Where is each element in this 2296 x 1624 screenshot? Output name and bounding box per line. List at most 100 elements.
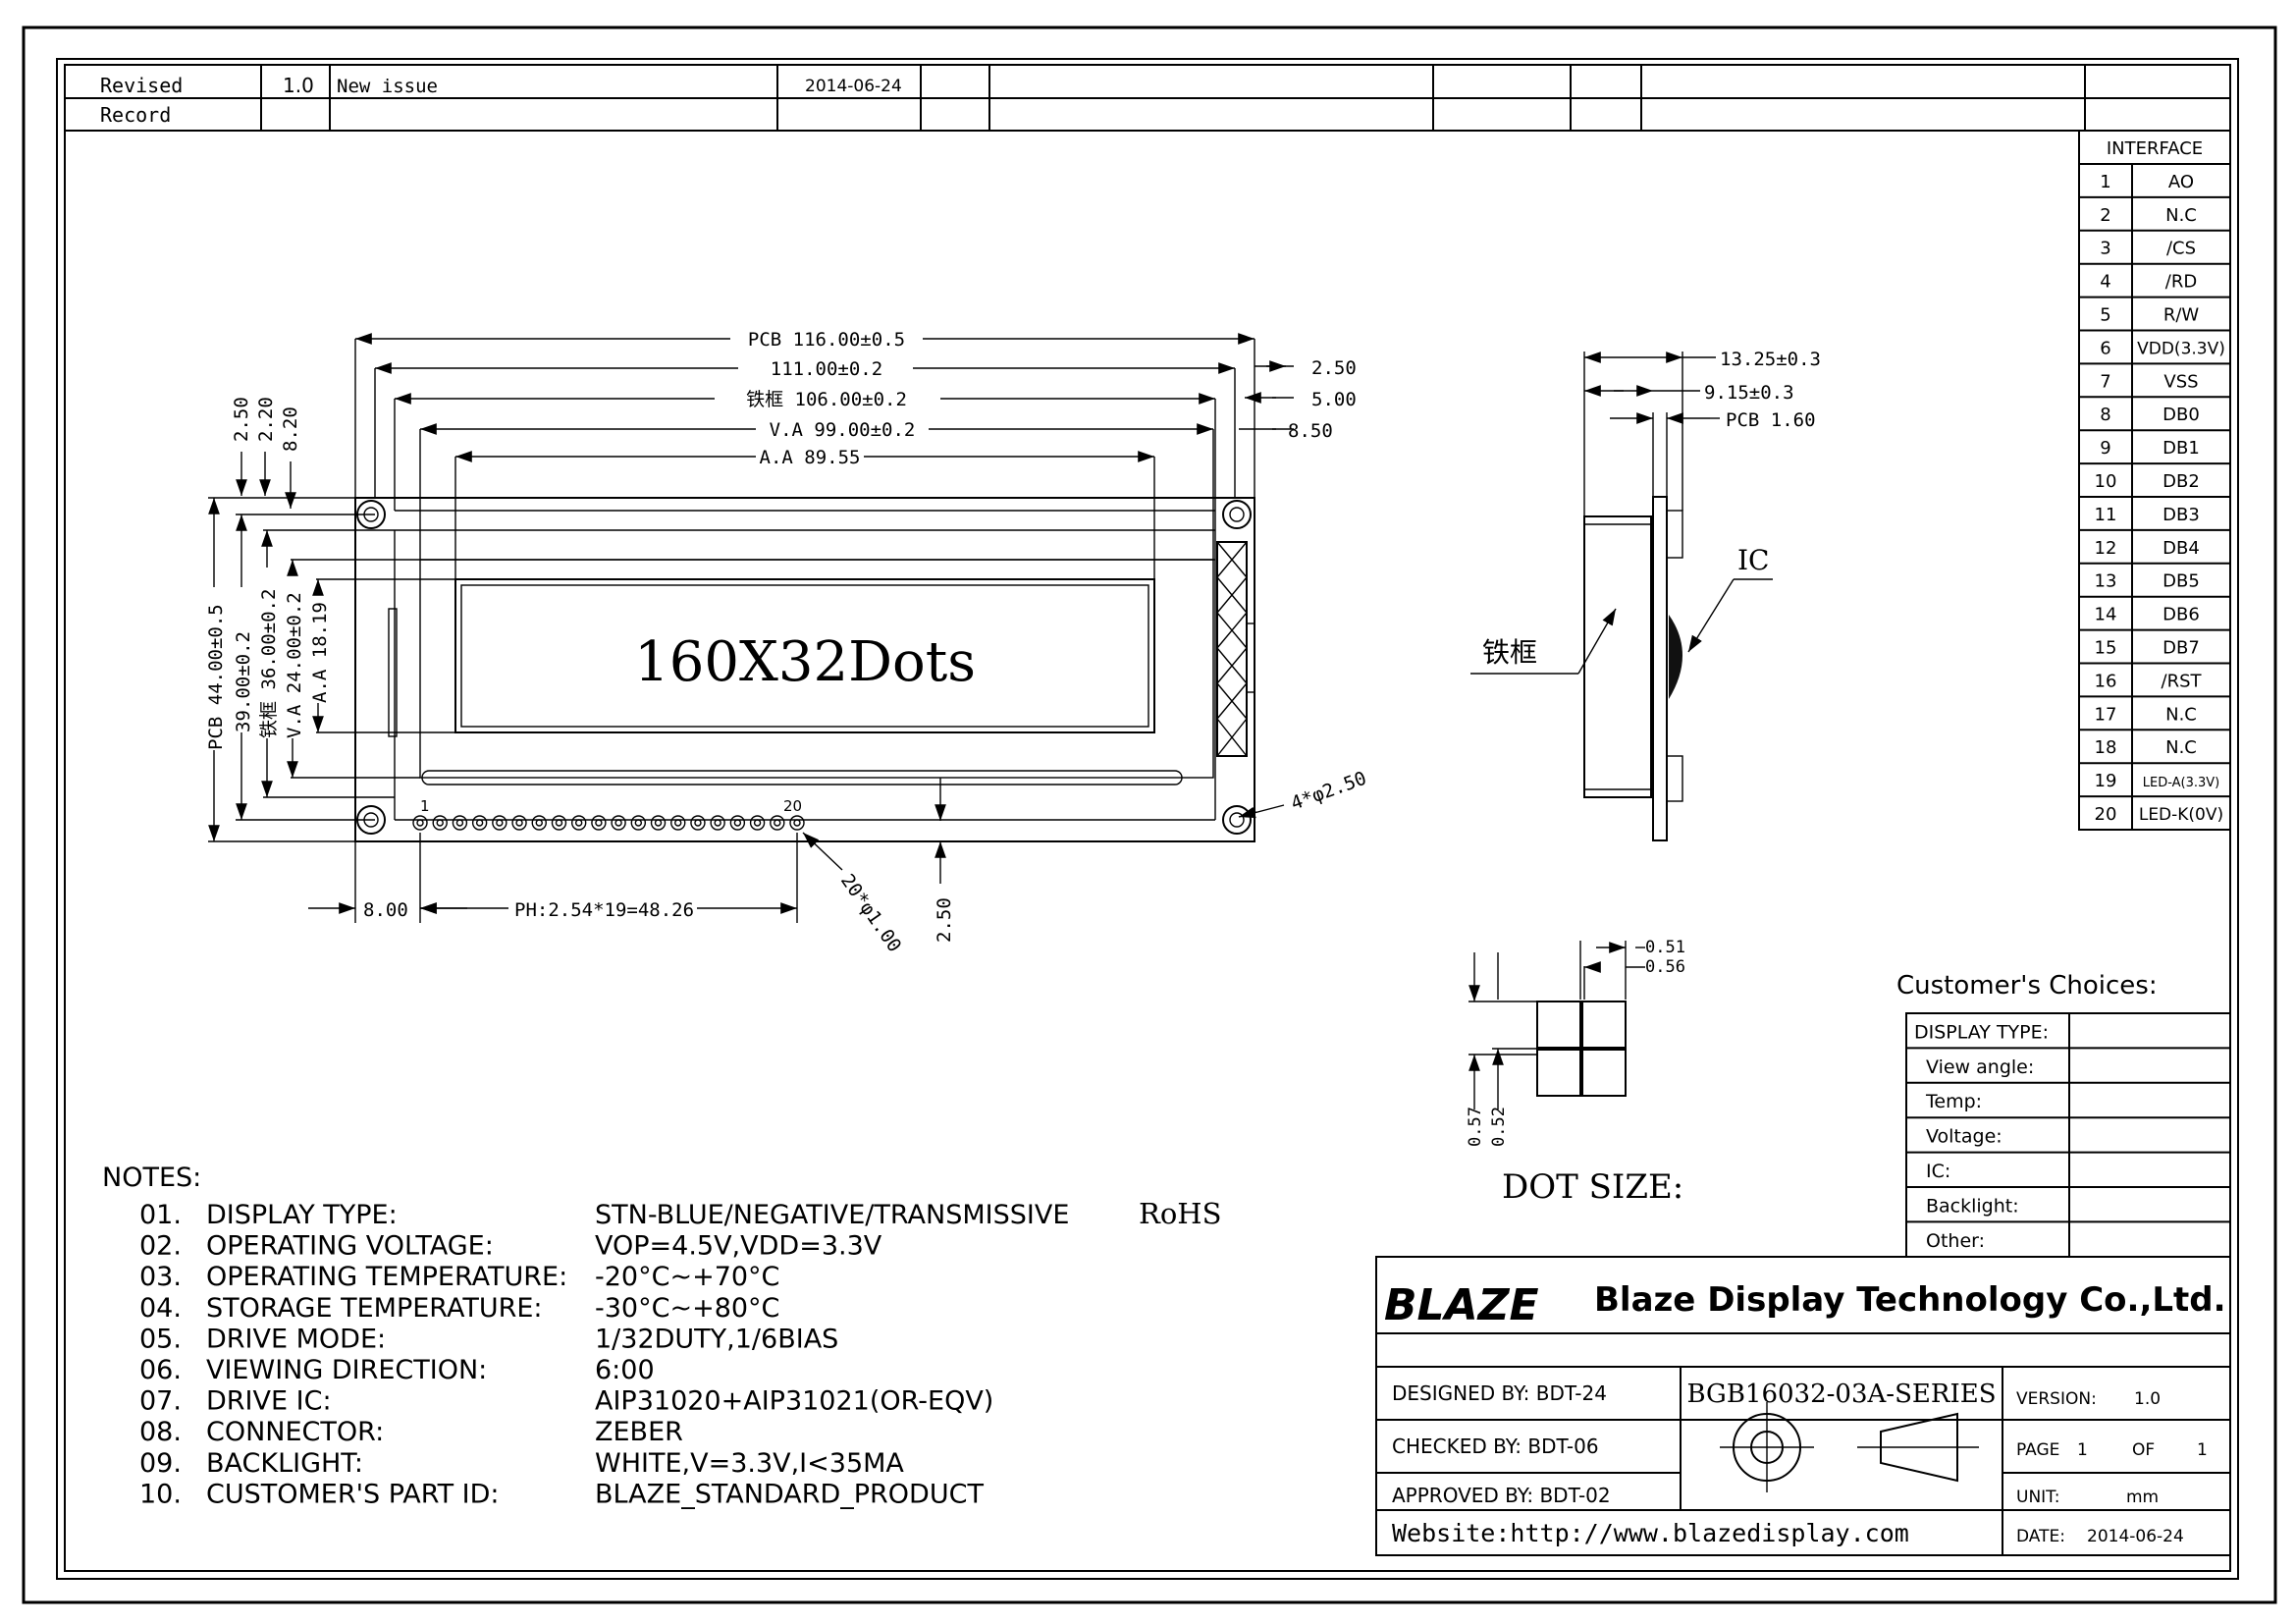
interface-pin-no: 9	[2100, 438, 2110, 459]
dim-left-2-20: 2.20	[255, 397, 277, 442]
note-number: 09.	[139, 1448, 182, 1479]
dim-right-5-00: 5.00	[1311, 389, 1357, 410]
interface-pin-name: R/W	[2163, 305, 2200, 326]
interface-pin-no: 16	[2095, 671, 2117, 691]
dim-frame-height: 铁框 36.00±0.2	[258, 589, 280, 738]
note-label: DRIVE IC:	[206, 1386, 332, 1417]
interface-pin-name: DB1	[2163, 438, 2200, 459]
dim-pcb-width: PCB 116.00±0.5	[748, 329, 905, 351]
blaze-logo: BLAZE	[1384, 1280, 1539, 1330]
dim-right-2-50: 2.50	[1311, 357, 1357, 379]
note-label: BACKLIGHT:	[206, 1448, 363, 1479]
choices-title: Customer's Choices:	[1896, 971, 2158, 1001]
interface-pin-no: 7	[2100, 371, 2110, 392]
designed-by: DESIGNED BY: BDT-24	[1392, 1381, 1607, 1405]
revised-label: Revised	[100, 74, 183, 97]
interface-pin-name: DB3	[2163, 505, 2200, 525]
inner-border	[56, 58, 2239, 1580]
pin	[551, 815, 567, 831]
dot-width-2: 0.56	[1645, 957, 1685, 977]
side-pcb	[1652, 496, 1668, 841]
dim-frame-width: 铁框 106.00±0.2	[746, 389, 907, 410]
interface-pin-name: /RD	[2165, 272, 2197, 293]
pin-1-label: 1	[420, 797, 430, 815]
pin	[789, 815, 805, 831]
choices-row-label: View angle:	[1926, 1056, 2034, 1078]
side-frame-label: 铁框	[1482, 636, 1537, 669]
note-number: 04.	[139, 1293, 182, 1324]
mounting-hole	[1222, 500, 1252, 529]
note-extra: RoHS	[1139, 1197, 1221, 1230]
notes: NOTES: 01.DISPLAY TYPE:STN-BLUE/NEGATIVE…	[102, 1163, 1221, 1509]
viewing-area	[419, 559, 1214, 779]
side-view: 13.25±0.3 9.15±0.3 PCB 1.60 IC 铁框	[1470, 349, 1821, 841]
version-label: VERSION:	[2016, 1389, 2097, 1409]
pin	[471, 815, 488, 831]
interface-pin-name: DB0	[2163, 405, 2200, 425]
interface-pin-no: 20	[2095, 804, 2117, 825]
record-label: Record	[100, 103, 171, 127]
interface-pin-name: VDD(3.3V)	[2137, 339, 2225, 358]
note-value: 1/32DUTY,1/6BIAS	[595, 1324, 838, 1354]
drawing-border	[64, 64, 2231, 1572]
note-label: VIEWING DIRECTION:	[206, 1355, 487, 1385]
interface-pin-no: 12	[2095, 538, 2117, 559]
dim-left-8-20: 8.20	[280, 406, 301, 452]
unit-label: UNIT:	[2016, 1488, 2059, 1507]
display-text: 160X32Dots	[634, 630, 976, 694]
note-value: WHITE,V=3.3V,I<35MA	[595, 1448, 904, 1479]
choices-row-label: IC:	[1926, 1161, 1950, 1182]
pin	[432, 815, 448, 831]
dot-size-title: DOT SIZE:	[1502, 1167, 1683, 1207]
note-number: 10.	[139, 1479, 182, 1509]
interface-pin-name: N.C	[2165, 737, 2197, 758]
active-area	[454, 578, 1155, 733]
note-number: 02.	[139, 1231, 182, 1262]
interface-pin-no: 15	[2095, 638, 2117, 659]
zebra-connector	[1216, 541, 1248, 757]
note-value: -30°C~+80°C	[595, 1293, 779, 1324]
ic-blob	[1669, 615, 1682, 699]
note-value: 6:00	[595, 1355, 655, 1385]
of-label: OF	[2132, 1440, 2155, 1460]
note-number: 08.	[139, 1417, 182, 1447]
interface-pin-name: LED-K(0V)	[2139, 805, 2223, 825]
interface-title: INTERFACE	[2107, 138, 2203, 159]
interface-pin-name: /RST	[2162, 671, 2203, 691]
date-value: 2014-06-24	[2087, 1527, 2184, 1546]
choices-row-label: Voltage:	[1926, 1126, 2002, 1148]
pin-header	[412, 815, 805, 831]
revision-version: 1.0	[283, 74, 314, 97]
interface-pin-no: 3	[2100, 239, 2110, 259]
dim-pcb-height: PCB 44.00±0.5	[205, 604, 227, 750]
note-value: BLAZE_STANDARD_PRODUCT	[595, 1479, 984, 1509]
interface-pin-name: DB2	[2163, 471, 2200, 492]
outer-border	[22, 26, 2277, 1604]
note-value: -20°C~+70°C	[595, 1262, 779, 1292]
pin	[492, 815, 507, 831]
note-label: STORAGE TEMPERATURE:	[206, 1293, 543, 1324]
dot-height-1: 0.57	[1466, 1107, 1485, 1147]
side-frame	[1583, 515, 1652, 798]
choices-row-label: Temp:	[1925, 1091, 1982, 1112]
pin	[531, 815, 547, 831]
company-name: Blaze Display Technology Co.,Ltd.	[1594, 1280, 2226, 1320]
note-number: 06.	[139, 1355, 182, 1385]
dim-39: 39.00±0.2	[233, 631, 254, 732]
choices-row-label: DISPLAY TYPE:	[1914, 1021, 2049, 1043]
note-number: 07.	[139, 1386, 182, 1417]
pin	[511, 815, 527, 831]
interface-pin-no: 2	[2100, 205, 2110, 226]
interface-pin-name: /CS	[2166, 239, 2196, 259]
unit-value: mm	[2126, 1488, 2159, 1507]
interface-pin-name: DB7	[2163, 638, 2200, 659]
pin	[749, 815, 766, 831]
dot-size-detail: 0.51 0.56 0.57 0.52 DOT SIZE:	[1466, 938, 1685, 1207]
front-view: 160X32Dots 1 20 PCB 116.00±0.5	[205, 329, 1369, 956]
approved-by: APPROVED BY: BDT-02	[1392, 1484, 1611, 1507]
interface-pin-name: LED-A(3.3V)	[2143, 776, 2219, 790]
pin-20-label: 20	[783, 797, 802, 815]
revision-table: Revised Record 1.0 New issue 2014-06-24	[65, 65, 2230, 132]
pin	[729, 815, 746, 831]
note-label: CUSTOMER'S PART ID:	[206, 1479, 500, 1509]
